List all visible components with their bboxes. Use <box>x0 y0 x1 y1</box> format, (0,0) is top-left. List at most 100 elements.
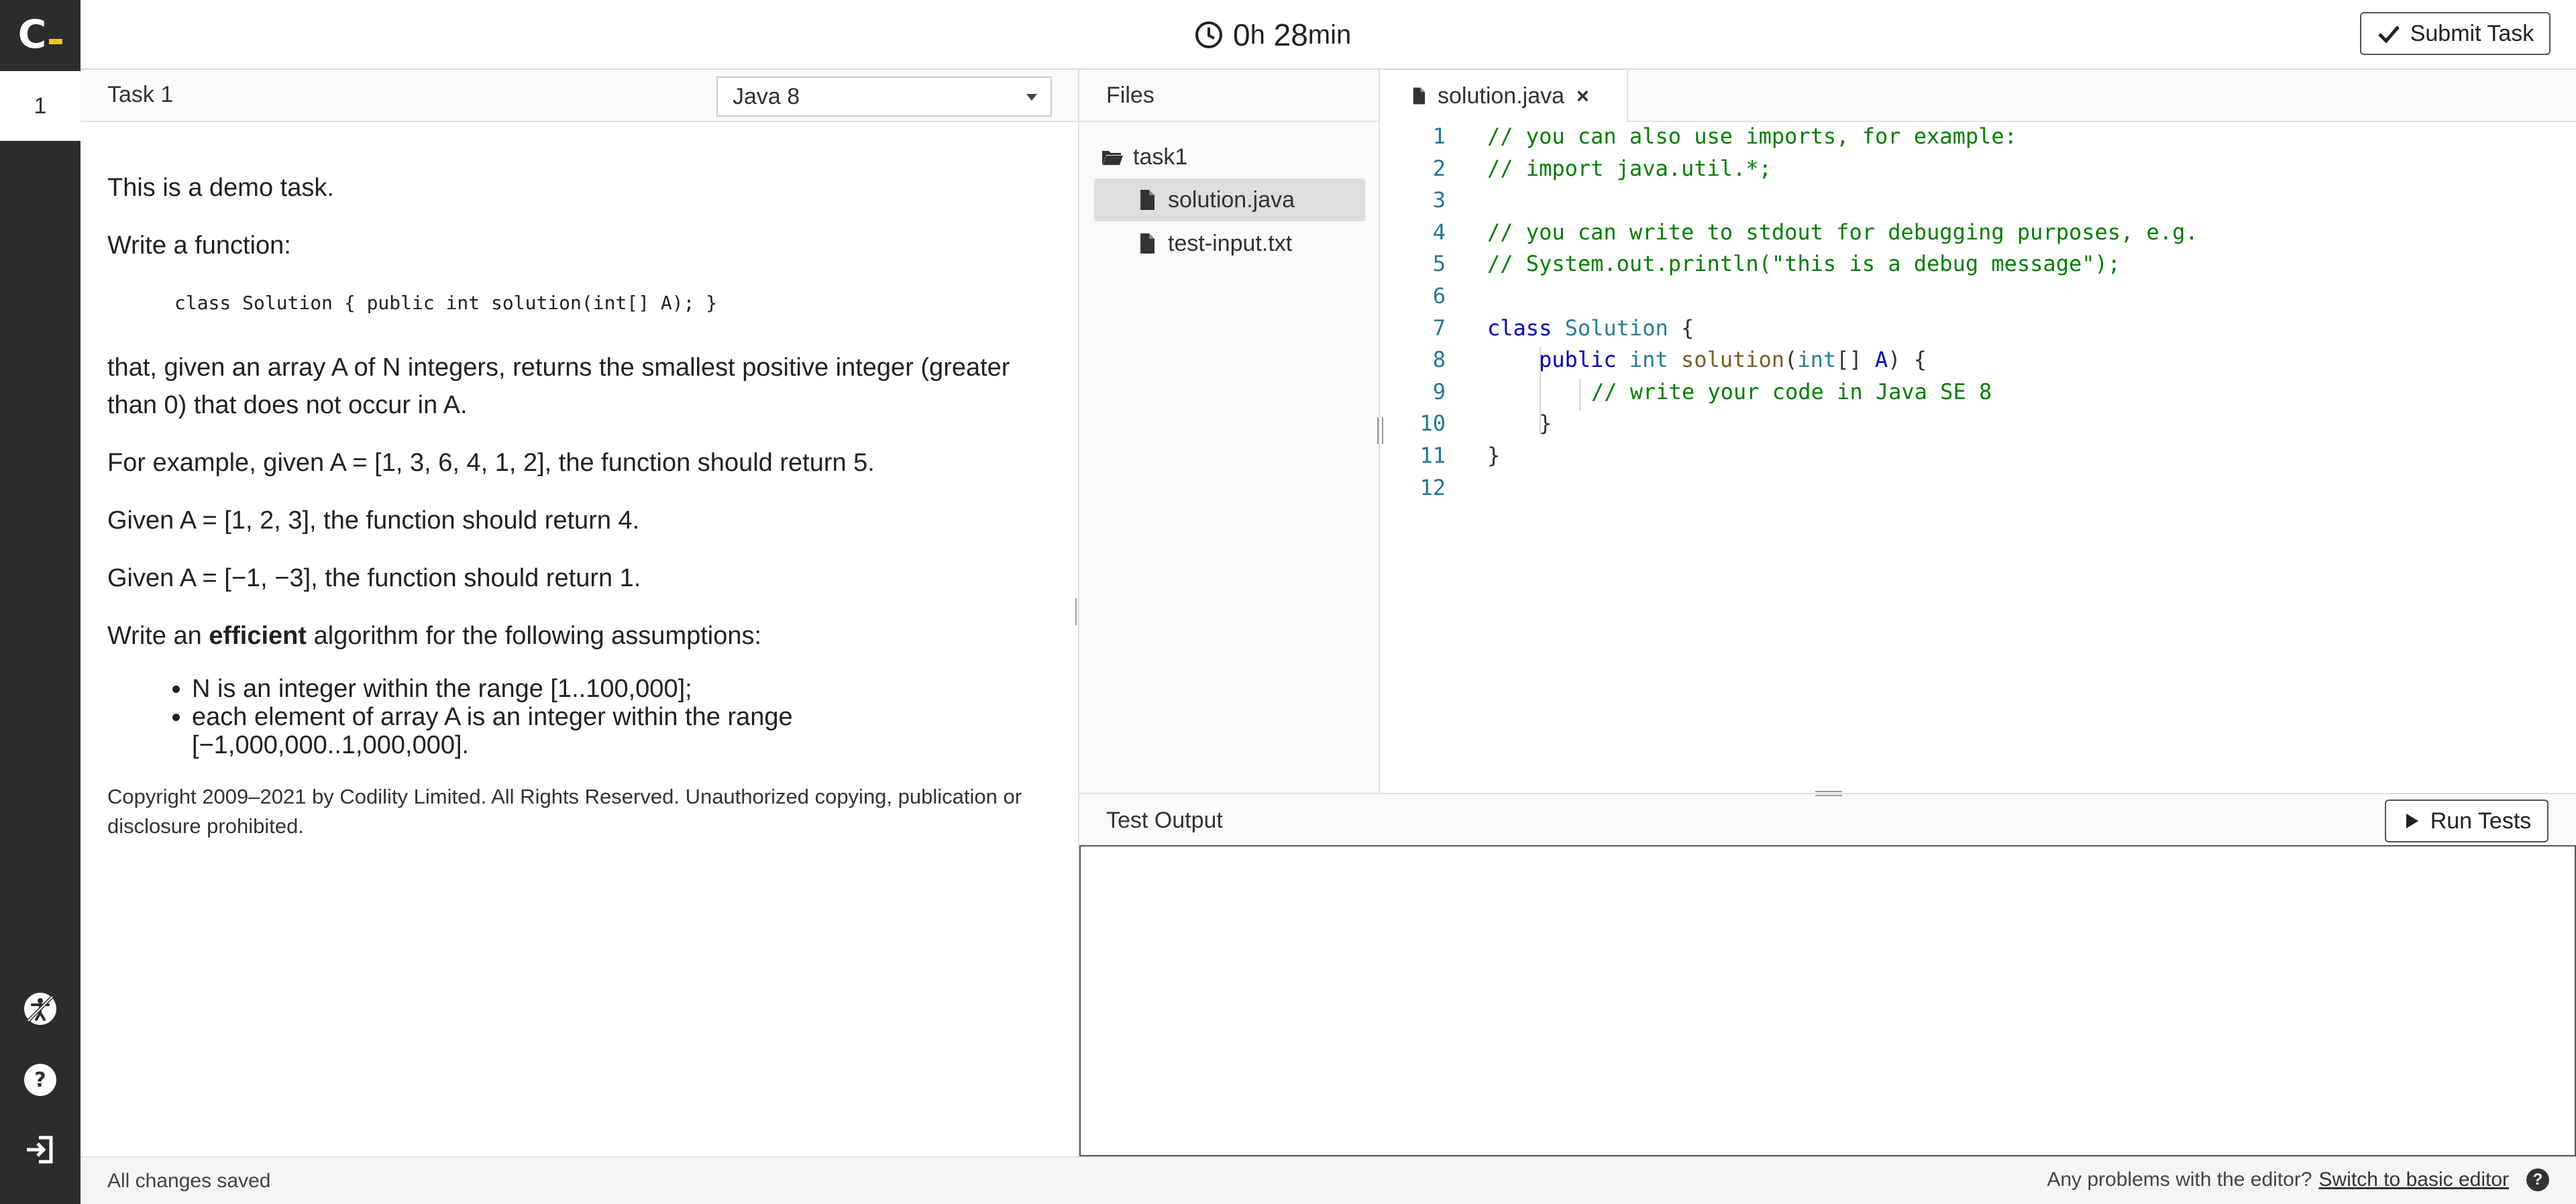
folder-task1[interactable]: task1 <box>1101 135 1369 178</box>
code-keyword: class <box>1487 315 1552 341</box>
function-signature: class Solution { public int solution(int… <box>174 292 718 314</box>
code-text: public int solution(int[] A) { <box>1539 347 1927 372</box>
timer-hours: 0 <box>1233 17 1250 52</box>
timer-minutes: 28 <box>1273 17 1308 52</box>
code-line: 1// you can also use imports, for exampl… <box>1380 123 2576 155</box>
task-description: This is a demo task. Write a function: c… <box>107 169 1060 841</box>
code-type: int <box>1797 347 1837 372</box>
line-number: 7 <box>1432 315 1446 341</box>
file-label: solution.java <box>1168 186 1295 213</box>
code-text: class Solution { <box>1487 315 1694 341</box>
left-sidebar: C 1 ? <box>0 0 80 1204</box>
list-item: N is an integer within the range [1..100… <box>192 675 1060 703</box>
code-line: 5// System.out.println("this is a debug … <box>1380 251 2576 282</box>
files-header: Files <box>1079 70 1379 122</box>
assumptions-intro: Write an <box>107 622 209 650</box>
file-label: test-input.txt <box>1168 230 1293 256</box>
task-paragraph: Given A = [1, 2, 3], the function should… <box>107 506 640 535</box>
code-type: Solution <box>1564 315 1668 341</box>
code-comment: // you can also use imports, for example… <box>1487 123 2017 149</box>
problems-text: Any problems with the editor? <box>2047 1168 2312 1191</box>
code-line: 12 <box>1380 475 2576 506</box>
code-punct: ) { <box>1888 347 1927 372</box>
indent-guide <box>1579 379 1580 411</box>
code-line: 7 class Solution { <box>1380 315 2576 347</box>
status-bar: All changes saved Any problems with the … <box>80 1156 2576 1204</box>
svg-text:?: ? <box>34 1069 46 1092</box>
code-line: 10} <box>1380 411 2576 442</box>
code-keyword: public <box>1539 347 1617 372</box>
help-icon[interactable]: ? <box>20 1060 60 1100</box>
language-select-value: Java 8 <box>733 83 800 109</box>
code-param: A <box>1874 347 1888 372</box>
timer-minutes-unit: min <box>1307 19 1352 50</box>
code-punct: [] <box>1836 347 1875 372</box>
line-number: 11 <box>1419 443 1446 468</box>
editor-tab-bar: solution.java × <box>1380 70 2576 122</box>
code-punct: { <box>1680 315 1695 341</box>
line-number: 12 <box>1419 475 1446 500</box>
code-line: 4// you can write to stdout for debuggin… <box>1380 219 2576 251</box>
test-output-area <box>1079 846 2576 1156</box>
code-editor[interactable]: 1// you can also use imports, for exampl… <box>1380 122 2576 793</box>
pane-divider <box>1078 70 1079 1156</box>
task-paragraph: Given A = [−1, −3], the function should … <box>107 564 641 592</box>
code-function: solution <box>1680 347 1785 372</box>
code-line: 11} <box>1380 443 2576 474</box>
task-paragraph: This is a demo task. <box>107 174 334 202</box>
resize-handle-vertical[interactable] <box>1375 416 1386 445</box>
language-select[interactable]: Java 8 <box>716 76 1052 117</box>
task-title: Task 1 <box>107 82 174 107</box>
tab-solution-java[interactable]: solution.java × <box>1380 70 1628 122</box>
code-line: 9// write your code in Java SE 8 <box>1380 379 2576 411</box>
line-number: 10 <box>1419 411 1446 436</box>
line-number: 8 <box>1432 347 1446 372</box>
logo-letter: C <box>17 11 47 57</box>
line-number: 5 <box>1432 251 1446 276</box>
play-icon <box>2406 814 2418 828</box>
file-icon <box>1140 190 1155 210</box>
line-number: 2 <box>1432 156 1446 181</box>
task-paragraph: that, given an array A of N integers, re… <box>107 353 1010 419</box>
file-solution-java[interactable]: solution.java <box>1094 178 1365 221</box>
task-header: Task 1 Java 8 <box>80 70 1079 122</box>
switch-basic-editor-link[interactable]: Switch to basic editor <box>2318 1168 2509 1191</box>
caret-down-icon <box>1026 94 1037 101</box>
folder-open-icon <box>1102 151 1123 165</box>
task-paragraph: Write a function: <box>107 231 291 260</box>
assumptions-list: N is an integer within the range [1..100… <box>192 675 1060 759</box>
code-type: int <box>1629 347 1668 372</box>
code-comment: // import java.util.*; <box>1487 156 1772 181</box>
checkmark-icon <box>2377 25 2400 44</box>
task-paragraph: Write an efficient algorithm for the fol… <box>107 617 1060 655</box>
help-icon[interactable]: ? <box>2526 1168 2549 1191</box>
folder-label: task1 <box>1133 144 1188 170</box>
line-number: 6 <box>1432 283 1446 309</box>
run-tests-button[interactable]: Run Tests <box>2385 800 2548 842</box>
timer-hours-unit: h <box>1250 19 1265 50</box>
clock-icon <box>1195 21 1222 48</box>
tab-label: solution.java <box>1438 83 1565 109</box>
code-punct: ( <box>1784 347 1798 372</box>
code-line: 3 <box>1380 187 2576 219</box>
indent-guide <box>1540 347 1541 434</box>
close-icon[interactable]: × <box>1576 83 1589 108</box>
submit-task-label: Submit Task <box>2410 20 2534 46</box>
submit-task-button[interactable]: Submit Task <box>2360 12 2551 55</box>
exit-icon[interactable] <box>20 1130 60 1170</box>
code-line: 2 // import java.util.*; <box>1380 156 2576 187</box>
line-number: 4 <box>1432 219 1446 245</box>
code-comment: // write your code in Java SE 8 <box>1591 379 1992 404</box>
codility-logo: C <box>0 0 80 68</box>
code-punct: } <box>1487 443 1501 468</box>
file-test-input[interactable]: test-input.txt <box>1094 222 1365 265</box>
accessibility-icon[interactable] <box>20 989 60 1029</box>
list-item: each element of array A is an integer wi… <box>192 703 1060 759</box>
save-status: All changes saved <box>107 1170 271 1192</box>
task-number-tab[interactable]: 1 <box>0 71 80 141</box>
run-tests-label: Run Tests <box>2430 808 2532 834</box>
resize-handle-horizontal[interactable] <box>1814 789 1843 798</box>
